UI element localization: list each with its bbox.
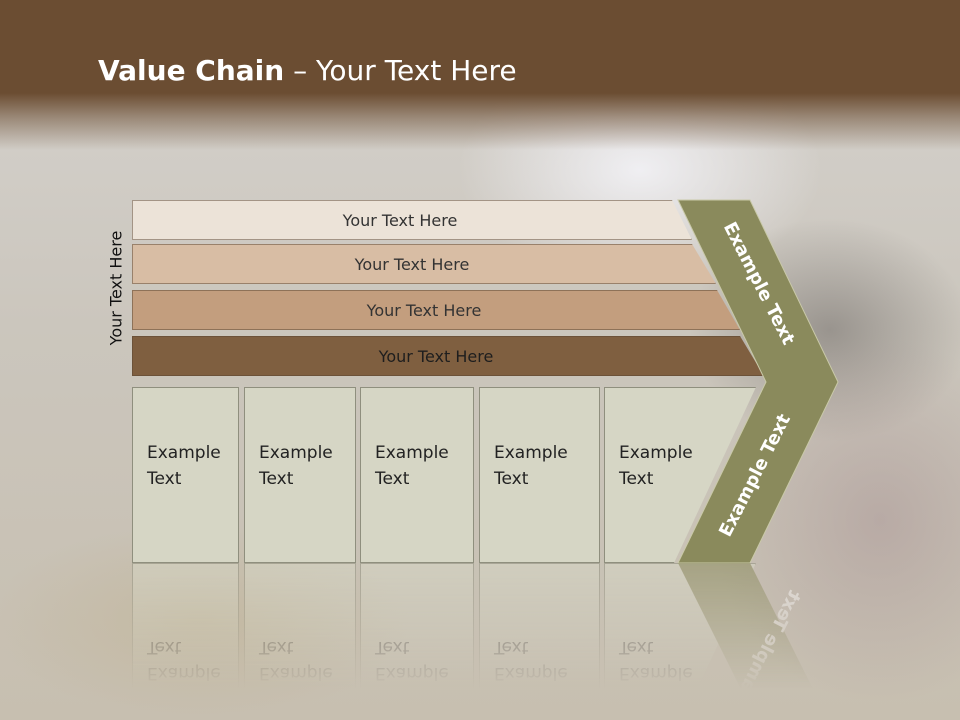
box-1-line2: Text [147, 469, 182, 489]
support-bar-4: Your Text Here [132, 336, 764, 376]
box-3-line1: Example [375, 443, 449, 463]
box-2-line1: Example [259, 443, 333, 463]
primary-activity-box-3: Example Text [360, 387, 474, 563]
title-banner [0, 0, 960, 150]
box-4-line2: Text [494, 469, 529, 489]
support-bar-3: Your Text Here [132, 290, 740, 330]
support-bar-4-label: Your Text Here [378, 346, 494, 366]
primary-activity-box-4: Example Text [479, 387, 600, 563]
support-bar-1-label: Your Text Here [342, 210, 458, 230]
primary-activity-box-2: Example Text [244, 387, 356, 563]
reflection-chevron: Example Text [678, 563, 838, 720]
chevron-shape [677, 199, 839, 564]
box-5-line2: Text [619, 469, 654, 489]
title-rest: – Your Text Here [284, 54, 517, 87]
box-4-line1: Example [494, 443, 568, 463]
support-bar-3-label: Your Text Here [366, 300, 482, 320]
box-5-line1: Example [619, 443, 693, 463]
box-2-line2: Text [259, 469, 294, 489]
box-3-line2: Text [375, 469, 410, 489]
box-1-line1: Example [147, 443, 221, 463]
primary-activity-box-1: Example Text [132, 387, 239, 563]
reflection-chevron-shape [678, 563, 838, 720]
support-bar-2: Your Text Here [132, 244, 716, 284]
page-title: Value Chain – Your Text Here [98, 54, 517, 87]
reflection: Example Text Example Text Example Text E… [0, 563, 960, 720]
support-bar-2-label: Your Text Here [354, 254, 470, 274]
title-bold: Value Chain [98, 54, 285, 87]
support-bar-1: Your Text Here [132, 200, 692, 240]
